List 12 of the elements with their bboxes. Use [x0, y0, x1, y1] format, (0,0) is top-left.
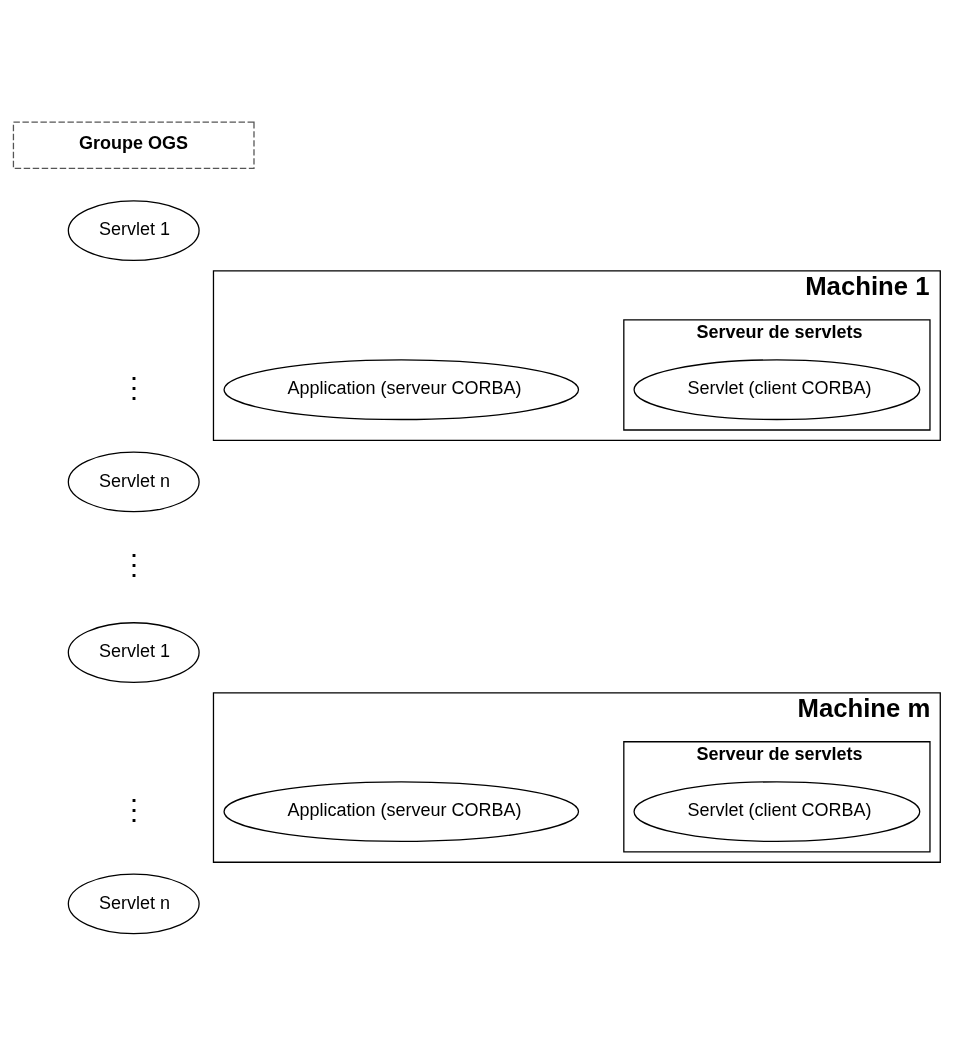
node-ellipse: Servlet 1: [67, 621, 200, 683]
label: ⋮: [119, 547, 148, 580]
node-box: Groupe OGS: [12, 121, 255, 169]
node-ellipse: Servlet n: [67, 450, 200, 512]
label: ⋮: [119, 792, 148, 825]
node-ellipse: Servlet (client CORBA): [633, 780, 921, 842]
node-ellipse: Application (serveur CORBA): [223, 358, 580, 420]
node-ellipse: Application (serveur CORBA): [223, 780, 580, 842]
label: ⋮: [119, 370, 148, 403]
node-ellipse: Servlet (client CORBA): [633, 358, 921, 420]
node-ellipse: Servlet n: [67, 872, 200, 934]
node-ellipse: Servlet 1: [67, 199, 200, 261]
